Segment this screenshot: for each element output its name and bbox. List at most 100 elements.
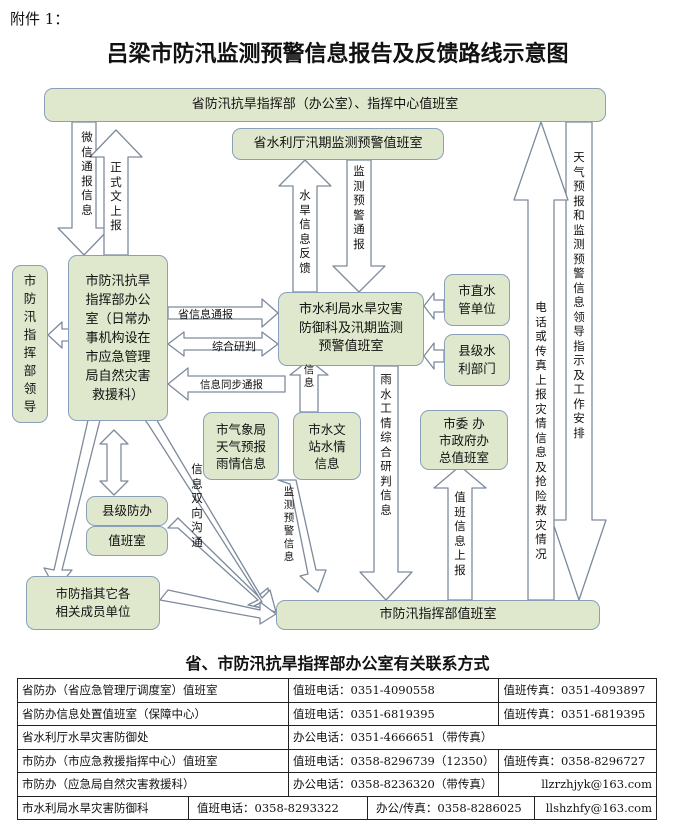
label-joint-analysis: 综合研判	[212, 340, 256, 353]
contact-cell: 市防办（应急局自然灾害救援科）	[17, 772, 289, 797]
contact-cell: 值班传真：0351-6819395	[498, 701, 657, 726]
contact-cell: 办公电话：0358-8236320（带传真）	[287, 772, 500, 797]
contact-cell: 办公/传真：0358-8286025	[368, 796, 535, 819]
water-bureau-line: 预警值班室	[318, 339, 384, 355]
contact-cell: 市水利局水旱灾害防御科	[18, 796, 189, 819]
direct-units-box: 市直水 管单位	[444, 274, 510, 326]
county-office-box-2: 值班室	[86, 526, 168, 556]
contact-cell: 值班传真：0351-4093897	[498, 678, 657, 703]
meteo-line: 市气象局	[215, 421, 266, 437]
city-office-line: 事机构设在	[85, 330, 151, 346]
table-row: 市水利局水旱灾害防御科 值班电话：0358-8293322 办公/传真：0358…	[17, 795, 657, 820]
table-row: 市防办（应急局自然灾害救援科） 办公电话：0358-8236320（带传真） l…	[17, 772, 657, 797]
meteo-box: 市气象局 天气预报 雨情信息	[203, 412, 279, 480]
contact-cell: 值班传真：0358-8296727	[498, 748, 657, 773]
water-bureau-line: 防御科及汛期监测	[298, 320, 403, 336]
gov-duty-line: 总值班室	[438, 449, 489, 465]
direct-units-line: 市直水	[458, 282, 496, 298]
contact-title: 省、市防汛抗旱指挥部办公室有关联系方式	[185, 654, 490, 673]
contact-table: 省防办（省应急管理厅调度室）值班室 值班电话：0351-4090558 值班传真…	[17, 678, 657, 820]
gov-duty-box: 市委 办 市政府办 总值班室	[420, 410, 508, 470]
table-row: 省水利厅水旱灾害防御处 办公电话：0351-4666651（带传真）	[17, 725, 657, 750]
label-rain-water: 雨水工情综合研判信息	[380, 372, 392, 517]
contact-cell: 省防办信息处置值班室（保障中心）	[17, 701, 289, 726]
county-office-box-1: 县级防办	[86, 496, 168, 526]
contact-cell: llshzhfy@163.com	[545, 800, 652, 815]
city-hq-leader-box: 市防汛指挥部领导	[12, 265, 48, 423]
arrow-phone-fax	[513, 121, 569, 601]
contact-cell: 省防办（省应急管理厅调度室）值班室	[17, 678, 289, 703]
arrow-info-sync	[167, 367, 286, 401]
city-duty-box: 市防汛指挥部值班室	[276, 600, 600, 630]
arrow-other-to-duty	[159, 589, 277, 625]
label-wechat: 微信通报信息	[81, 130, 93, 217]
direct-units-line: 管单位	[458, 301, 496, 316]
flow-arrows	[43, 121, 607, 625]
arrow-duty-report	[433, 465, 487, 601]
city-office-line: 局自然灾害	[85, 368, 151, 384]
arrow-hq-leader	[47, 321, 71, 349]
contact-cell: 市防办（市应急救援指挥中心）值班室	[17, 748, 289, 773]
city-office-line: 室（日常办	[85, 311, 151, 327]
contact-cell: 值班电话：0351-4090558	[287, 678, 500, 703]
label-drought-feedback: 水旱信息反馈	[299, 188, 311, 275]
label-weather-forecast: 天气预报和监测预警信息领导指示及工作安排	[573, 150, 585, 440]
county-water-line: 县级水	[458, 342, 496, 358]
other-units-box: 市防指其它各 相关成员单位	[26, 576, 160, 630]
page-title: 吕梁市防汛监测预警信息报告及反馈路线示意图	[106, 41, 569, 67]
gov-duty-line: 市委 办	[443, 415, 485, 431]
arrow-monitor-warning-info	[277, 479, 327, 593]
arrow-info-up	[289, 359, 329, 413]
other-units-line: 相关成员单位	[55, 604, 131, 619]
hydro-line: 站水情	[308, 438, 346, 454]
label-two-way: 信息双向沟通	[191, 462, 203, 549]
county-water-box: 县级水 利部门	[444, 334, 510, 386]
arrow-monitor-warning	[332, 159, 386, 293]
hydro-line: 信息	[314, 455, 340, 471]
water-bureau-box: 市水利局水旱灾害 防御科及汛期监测 预警值班室	[278, 292, 424, 366]
other-units-line: 市防指其它各	[55, 585, 131, 601]
hydro-line: 市水文	[308, 421, 346, 437]
table-row: 市防办（市应急救援指挥中心）值班室 值班电话：0358-8296739（1235…	[17, 748, 657, 773]
arrow-weather-forecast	[551, 121, 607, 601]
city-office-line: 市防汛抗旱	[85, 273, 151, 289]
county-water-line: 利部门	[458, 361, 496, 376]
hydro-box: 市水文 站水情 信息	[293, 412, 361, 480]
table-row: 省防办信息处置值班室（保障中心） 值班电话：0351-6819395 值班传真：…	[17, 701, 657, 726]
contact-cell: 值班电话：0351-6819395	[287, 701, 500, 726]
city-office-line: 指挥部办公	[85, 292, 151, 308]
attachment-label: 附件 1：	[10, 10, 70, 28]
city-office-line: 救援科）	[91, 387, 144, 403]
label-phone-fax: 电话或传真上报灾情信息及抢险救灾情况	[535, 300, 547, 561]
label-official-doc: 正式文上报	[110, 160, 122, 232]
gov-duty-line: 市政府办	[438, 432, 489, 448]
city-office-line: 市应急管理	[85, 349, 151, 365]
arrow-official-doc	[89, 129, 143, 256]
water-dept-box: 省水利厅汛期监测预警值班室	[232, 128, 444, 160]
water-bureau-line: 市水利局水旱灾害	[298, 301, 403, 317]
arrow-county-office	[99, 429, 129, 496]
label-info: 信息	[303, 364, 315, 389]
contact-cell: 值班电话：0358-8296739（12350）	[287, 748, 500, 773]
contact-cell: 办公电话：0351-4666651（带传真）	[288, 725, 657, 750]
province-office-box: 省防汛抗旱指挥部（办公室）、指挥中心值班室	[44, 88, 606, 122]
contact-cell: 省水利厅水旱灾害防御处	[17, 725, 289, 750]
city-office-box: 市防汛抗旱 指挥部办公 室（日常办 事机构设在 市应急管理 局自然灾害 救援科）	[68, 255, 168, 421]
contact-cell-composite: 市水利局水旱灾害防御科 值班电话：0358-8293322 办公/传真：0358…	[17, 795, 657, 820]
city-hq-leader-text: 市防汛指挥部领导	[23, 273, 37, 414]
arrow-province-info	[167, 298, 279, 328]
contact-cell: llzrzhjyk@163.com	[498, 772, 657, 797]
label-info-sync: 信息同步通报	[200, 379, 263, 391]
contact-cell: 值班电话：0358-8293322	[189, 796, 368, 819]
arrow-wechat	[57, 121, 111, 256]
meteo-line: 雨情信息	[215, 455, 266, 471]
label-monitor-warning-info: 监测预警信息	[283, 486, 295, 563]
meteo-line: 天气预报	[215, 438, 266, 454]
label-duty-report: 值班信息上报	[454, 490, 466, 577]
label-province-info: 省信息通报	[178, 308, 233, 321]
label-monitor-warning: 监测预警通报	[353, 164, 365, 251]
table-row: 省防办（省应急管理厅调度室）值班室 值班电话：0351-4090558 值班传真…	[17, 678, 657, 703]
arrow-drought-feedback	[278, 159, 332, 293]
arrow-direct-units	[423, 292, 445, 320]
arrow-rain-water	[359, 365, 413, 601]
